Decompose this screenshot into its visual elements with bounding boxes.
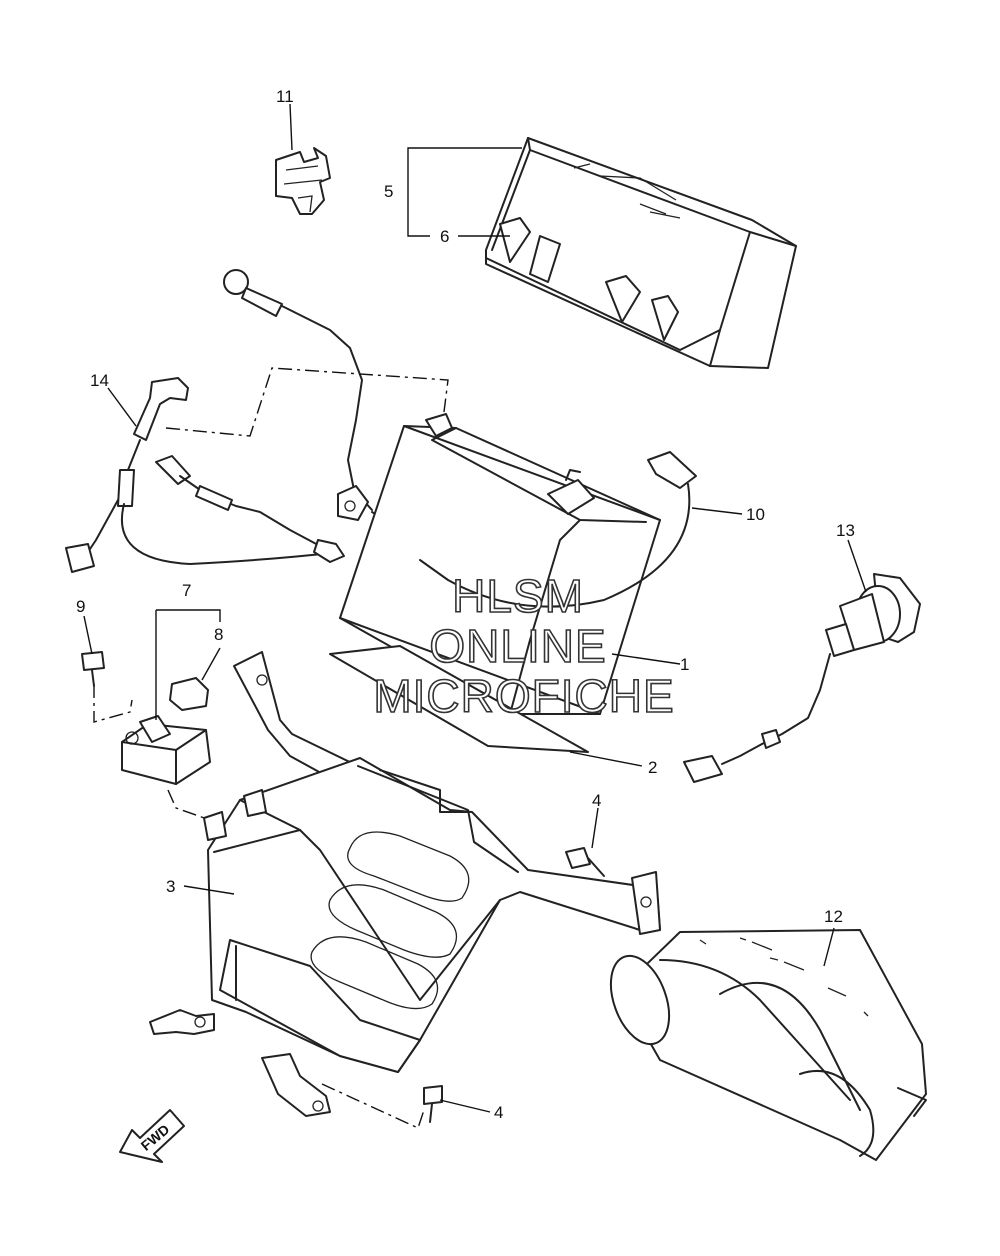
callout-12: 12	[824, 907, 843, 926]
callout-9: 9	[76, 597, 85, 616]
callout-3: 3	[166, 877, 175, 896]
callout-5: 5	[384, 182, 393, 201]
heat-shield-part-12	[609, 929, 927, 1161]
socket-part-13	[683, 573, 921, 783]
battery-bracket-part-3	[149, 651, 661, 1117]
battery-part-1	[339, 413, 661, 715]
fwd-direction-arrow: FWD	[119, 1109, 185, 1163]
callout-labels: 1 2 3 4 4 5 6 7 8 9 10 11 12 13 14	[76, 87, 855, 1122]
callout-7: 7	[182, 581, 191, 600]
watermark-line-1: HLSM	[452, 570, 584, 622]
callout-11: 11	[276, 87, 294, 106]
dash-leader-14	[165, 367, 449, 437]
bolt-part-9	[81, 651, 105, 687]
callout-13: 13	[836, 521, 855, 540]
bolt-part-4-upper	[565, 847, 605, 877]
callout-10: 10	[746, 505, 765, 524]
clip-part-11	[275, 147, 331, 215]
watermark: HLSM ONLINE MICROFICHE	[373, 569, 675, 723]
callout-8: 8	[214, 625, 223, 644]
callout-6: 6	[440, 227, 449, 246]
watermark-line-2: ONLINE	[429, 620, 606, 672]
dash-leader-9	[93, 684, 133, 723]
watermark-line-3: MICROFICHE	[373, 670, 674, 722]
callout-4-upper: 4	[592, 791, 601, 810]
callout-1: 1	[680, 655, 689, 674]
dash-leader-4-lower	[321, 1083, 425, 1129]
battery-pad-part-2	[329, 645, 589, 753]
bolt-part-4-lower	[423, 1085, 443, 1123]
positive-cable-part-10	[419, 451, 697, 608]
dash-leader-relay	[167, 789, 211, 821]
relay-part-7	[121, 677, 211, 785]
callout-14: 14	[90, 371, 109, 390]
callout-2: 2	[648, 758, 657, 777]
harness-part-14	[65, 377, 345, 573]
battery-cover-part-5	[485, 137, 797, 369]
callout-4-lower: 4	[494, 1103, 503, 1122]
leader-lines	[83, 103, 867, 1113]
